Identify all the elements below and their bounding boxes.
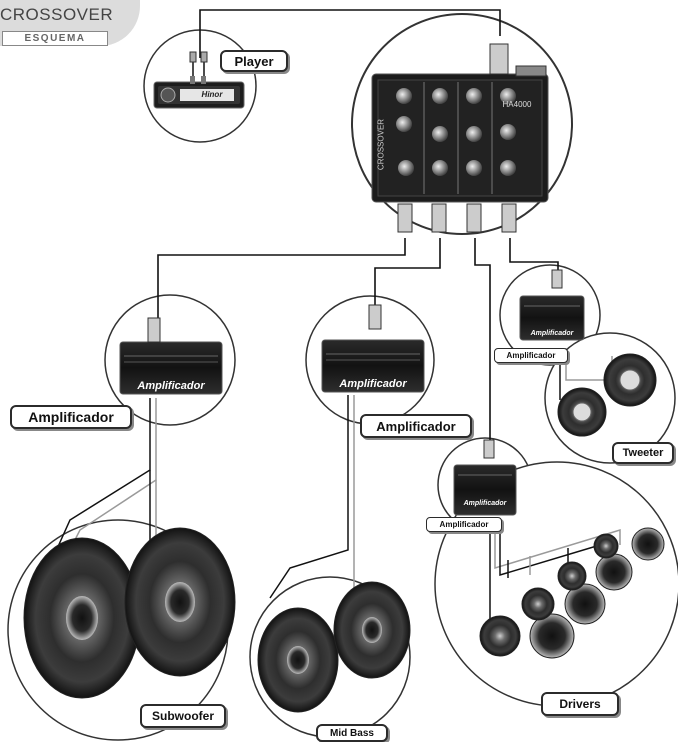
midbass-speakers (257, 581, 411, 713)
player-device (153, 51, 245, 109)
tweeter-amp-label: Amplificador (494, 348, 568, 363)
drivers-amplifier (453, 439, 517, 516)
tweeter-speakers (557, 353, 657, 437)
sub-amp-label: Amplificador (10, 405, 132, 429)
midbass-label: Mid Bass (316, 724, 388, 742)
midbass-amplifier (321, 304, 425, 393)
sub-amplifier (119, 317, 223, 395)
tweeter-amplifier (519, 269, 585, 341)
sub-amp-plate-text: Amplificador (137, 380, 205, 392)
drivers-label: Drivers (541, 692, 619, 716)
drivers-amp-plate-text: Amplificador (463, 500, 507, 507)
page-title: CROSSOVER (0, 5, 114, 24)
midbass-amp-plate-text: Amplificador (339, 378, 407, 390)
subwoofer-label: Subwoofer (140, 704, 226, 728)
page-subtitle: ESQUEMA (2, 31, 108, 46)
crossover-model-text: HA4000 (502, 100, 532, 109)
player-brand-text: Hinor (201, 90, 223, 99)
tweeter-label: Tweeter (612, 442, 674, 464)
wires (157, 9, 559, 440)
drivers-speakers (479, 527, 665, 659)
drivers-amp-label: Amplificador (426, 517, 502, 532)
crossover-device (371, 43, 549, 233)
crossover-side-text: CROSSOVER (376, 118, 386, 171)
title-tab: CROSSOVER ESQUEMA (0, 0, 140, 46)
tweeter-amp-plate-text: Amplificador (530, 330, 574, 337)
player-label: Player (220, 50, 288, 72)
subwoofer-speakers (23, 527, 236, 699)
midbass-amp-label: Amplificador (360, 414, 472, 438)
